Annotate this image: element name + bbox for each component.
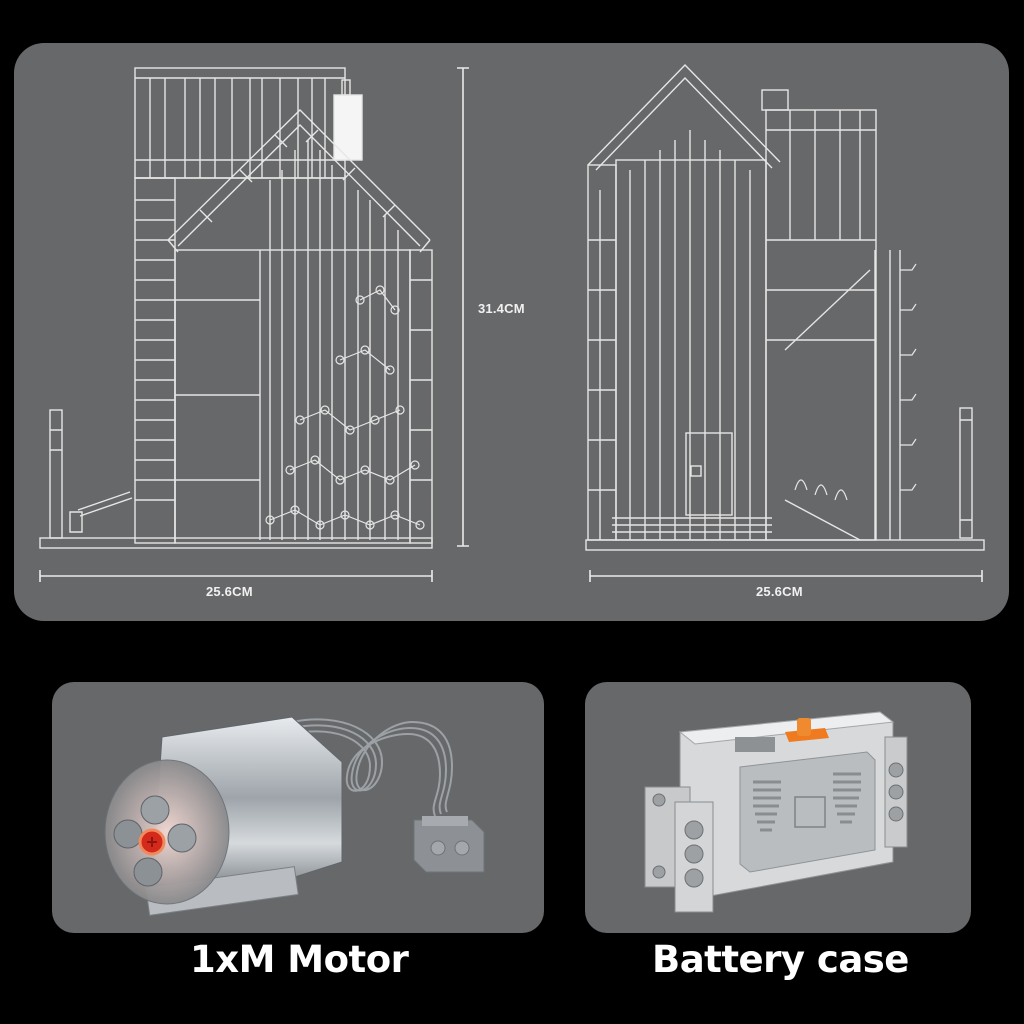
- side-elevation-drawing: [585, 63, 985, 551]
- front-width-dimension-label: 25.6CM: [206, 584, 253, 599]
- battery-caption: Battery case: [652, 938, 909, 981]
- motor-caption: 1xM Motor: [190, 938, 409, 981]
- height-dimension-label: 31.4CM: [478, 301, 525, 316]
- battery-box-icon: [644, 711, 908, 913]
- motor-panel: [52, 682, 544, 933]
- side-width-dimension-label: 25.6CM: [756, 584, 803, 599]
- blueprint-drawings: [39, 63, 985, 582]
- dimensions-panel: [14, 43, 1009, 621]
- front-elevation-drawing: [39, 67, 433, 549]
- motor-icon: [104, 716, 485, 916]
- battery-panel: [585, 682, 971, 933]
